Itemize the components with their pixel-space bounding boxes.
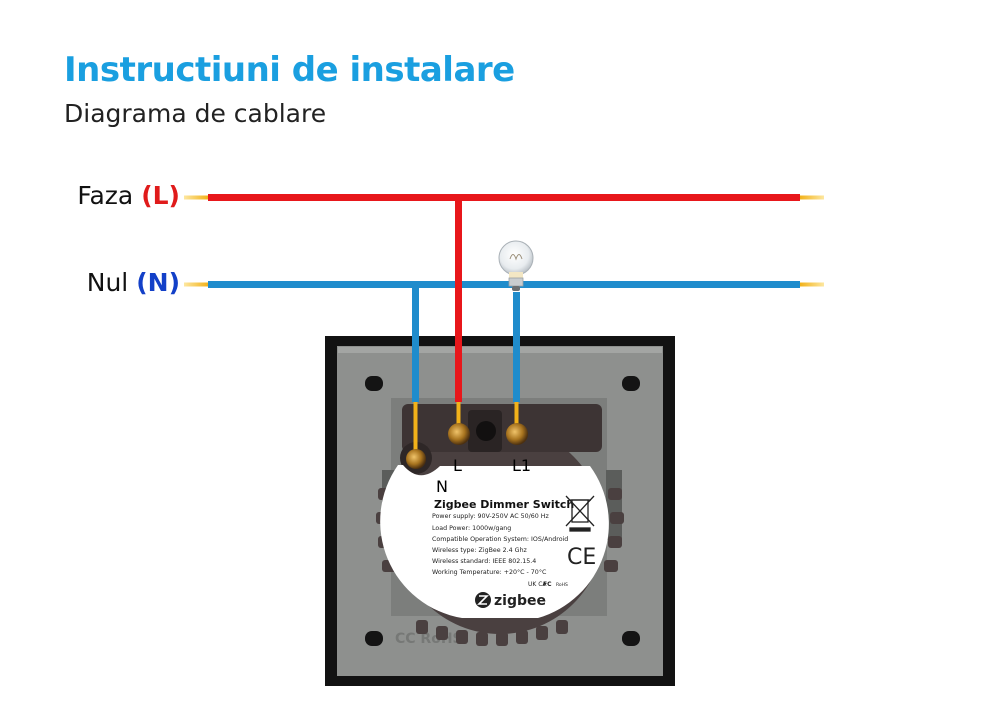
mount-hole-tl xyxy=(365,376,383,391)
terminal-l1-screw xyxy=(506,423,528,445)
terminal-l-label: L xyxy=(453,456,462,475)
rohs-mark: RoHS xyxy=(556,582,568,588)
terminal-n-screw xyxy=(406,449,426,469)
spec-line: Compatible Operation System: IOS/Android xyxy=(432,536,568,543)
phase-label-text: Faza xyxy=(77,181,134,210)
terminal-n-label: N xyxy=(436,477,448,496)
terminal-center-hole xyxy=(476,421,496,441)
spec-line: Load Power: 1000w/gang xyxy=(432,525,511,532)
spec-line: Power supply: 90V-250V AC 50/60 Hz xyxy=(432,513,549,520)
neutral-label-text: Nul xyxy=(86,268,129,297)
phase-tip-right xyxy=(800,195,824,200)
phase-drop-wire xyxy=(455,197,462,402)
neutral-drop-wire xyxy=(412,288,419,402)
neutral-drop-tip xyxy=(413,402,418,450)
ukca-mark: UK CA xyxy=(528,581,547,588)
zigbee-icon-z xyxy=(477,595,489,605)
mount-hole-bl xyxy=(365,631,383,646)
neutral-tip-right xyxy=(800,282,824,287)
load-wire xyxy=(513,292,520,402)
load-wire-tip xyxy=(514,402,519,424)
plate-highlight xyxy=(338,347,662,353)
plate-marking: CC RoHS xyxy=(395,631,463,647)
neutral-wire-label: Nul (N) xyxy=(87,268,180,297)
wires xyxy=(184,194,824,450)
mount-hole-br xyxy=(622,631,640,646)
zigbee-logo: zigbee xyxy=(475,592,546,609)
neutral-label-code: (N) xyxy=(136,268,180,297)
terminal-l-screw xyxy=(448,423,470,445)
neutral-tip-left xyxy=(184,282,208,287)
phase-wire-label: Faza (L) xyxy=(77,181,180,210)
spec-line: Working Temperature: +20°C - 70°C xyxy=(432,568,547,576)
mount-hole-tr xyxy=(622,376,640,391)
zigbee-brand: zigbee xyxy=(494,593,546,609)
device-label-heading: Zigbee Dimmer Switch xyxy=(434,498,574,511)
weee-bin-icon xyxy=(565,495,595,532)
phase-tip-left xyxy=(184,195,208,200)
page-subtitle: Diagrama de cablare xyxy=(64,99,327,128)
neutral-wire xyxy=(208,281,800,288)
device-label-area xyxy=(380,465,609,618)
terminal-l1-label: L1 xyxy=(512,456,531,475)
spec-line: Wireless standard: IEEE 802.15.4 xyxy=(432,558,536,565)
spec-line: Wireless type: ZigBee 2.4 Ghz xyxy=(432,547,528,554)
phase-drop-tip xyxy=(456,402,461,424)
phase-label-code: (L) xyxy=(141,181,180,210)
fcc-mark: FC xyxy=(543,581,552,588)
phase-wire xyxy=(208,194,800,201)
device-spec-list: Power supply: 90V-250V AC 50/60 Hz Load … xyxy=(432,513,568,576)
page-title: Instructiuni de instalare xyxy=(64,50,515,90)
module-teeth xyxy=(376,488,624,646)
ce-mark: CE xyxy=(567,545,596,570)
bulb-icon xyxy=(498,240,534,291)
